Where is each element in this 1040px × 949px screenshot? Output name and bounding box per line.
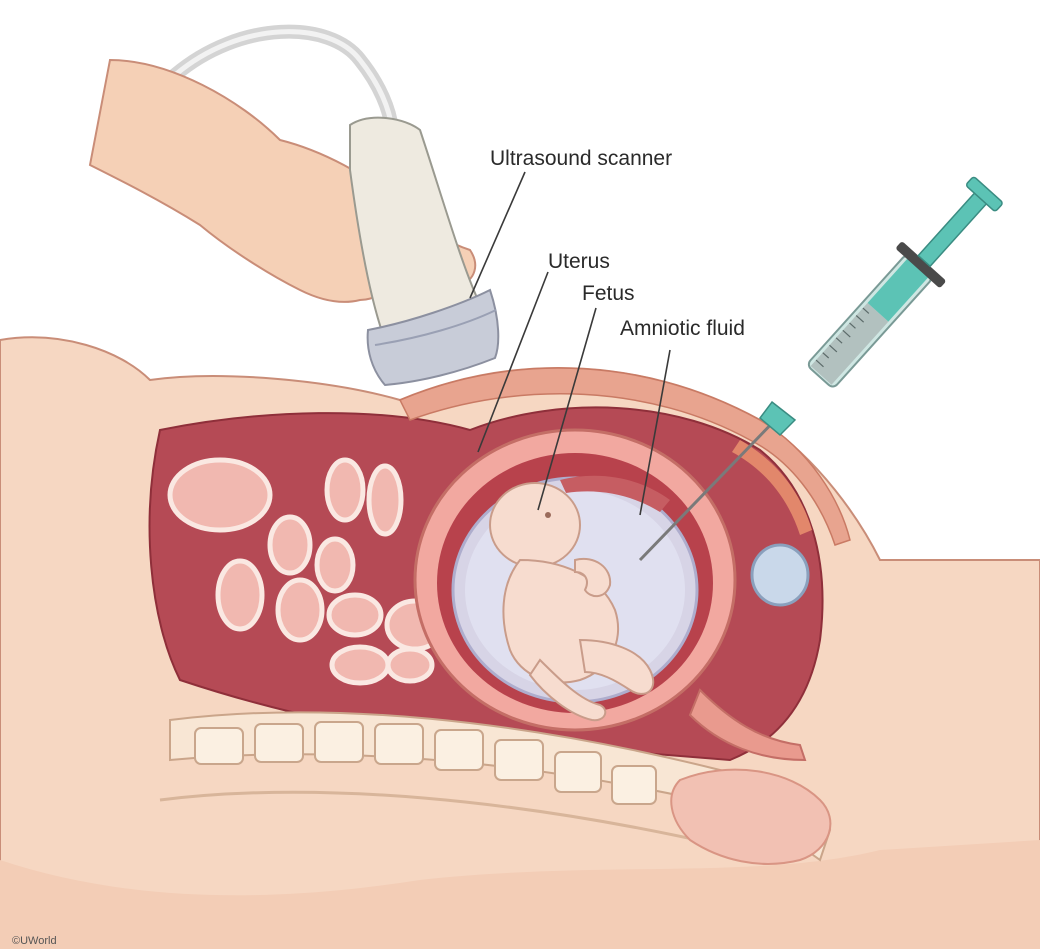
copyright-credit: ©UWorld <box>12 935 57 947</box>
bladder <box>752 545 808 605</box>
label-uterus: Uterus <box>548 250 610 273</box>
ultrasound-probe <box>350 118 498 385</box>
leader-ultrasound-scanner <box>470 172 525 298</box>
label-fetus: Fetus <box>582 282 635 305</box>
label-ultrasound-scanner: Ultrasound scanner <box>490 147 672 170</box>
labels: Ultrasound scanner Uterus Fetus Amniotic… <box>490 147 745 340</box>
label-amniotic-fluid: Amniotic fluid <box>620 317 745 340</box>
